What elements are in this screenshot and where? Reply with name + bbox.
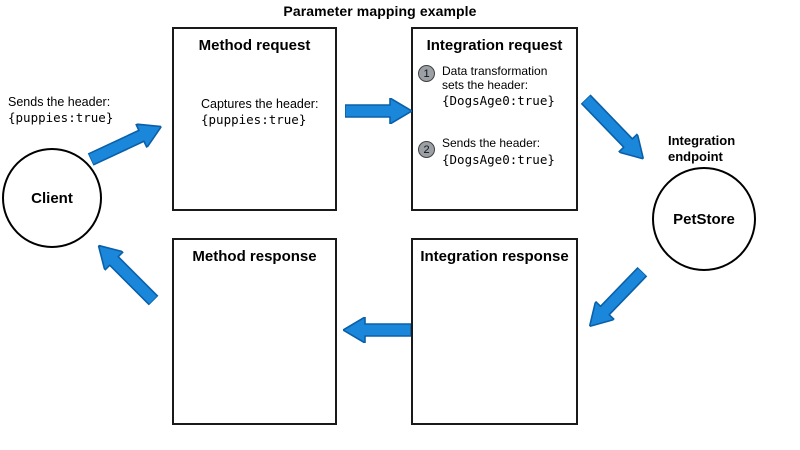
step-1-line-1: Data transformation xyxy=(442,64,548,78)
client-annotation: Sends the header: {puppies:true} xyxy=(8,95,113,125)
integration-response-title: Integration response xyxy=(420,248,569,265)
step-1-number-badge: 1 xyxy=(418,65,435,82)
integration-endpoint-label-line1: Integration xyxy=(668,133,736,148)
step-2-number-badge: 2 xyxy=(418,141,435,158)
integration-response-to-method-response-arrow xyxy=(343,317,411,343)
client-annotation-code: {puppies:true} xyxy=(8,110,114,125)
integration-request-title: Integration request xyxy=(426,37,563,54)
method-request-to-integration-request-arrow xyxy=(345,97,412,124)
step-1-text: Data transformation sets the header: {Do… xyxy=(442,64,555,108)
page-title: Parameter mapping example xyxy=(283,3,477,19)
endpoint-to-integration-response-arrow xyxy=(580,262,651,335)
step-1-line-2: sets the header: xyxy=(442,77,529,92)
step-1-code: {DogsAge0:true} xyxy=(442,93,555,108)
petstore-node: PetStore xyxy=(652,167,756,271)
method-request-box: Method request Captures the header: {pup… xyxy=(172,27,337,211)
method-response-to-client-arrow xyxy=(89,236,163,310)
integration-endpoint-label-line2: endpoint xyxy=(668,149,723,164)
integration-request-step-2: 2 Sends the header: {DogsAge0:true} xyxy=(418,136,555,167)
integration-request-box: Integration request 1 Data transformatio… xyxy=(411,27,578,211)
step-2-text: Sends the header: {DogsAge0:true} xyxy=(442,136,555,167)
integration-response-box: Integration response xyxy=(411,238,578,425)
method-response-title: Method response xyxy=(192,248,317,265)
method-request-body: Captures the header: {puppies:true} xyxy=(201,97,318,127)
client-annotation-text: Sends the header: xyxy=(8,95,111,109)
integration-endpoint-label: Integration endpoint xyxy=(668,133,735,165)
client-to-method-request-arrow xyxy=(85,114,167,171)
method-response-box: Method response xyxy=(172,238,337,425)
integration-request-step-1: 1 Data transformation sets the header: {… xyxy=(418,64,555,108)
integration-request-to-endpoint-arrow xyxy=(576,90,652,168)
client-node-label: Client xyxy=(31,189,73,207)
method-request-title: Method request xyxy=(198,37,311,54)
step-2-line-1: Sends the header: xyxy=(442,136,541,150)
client-node: Client xyxy=(2,148,102,248)
method-request-body-text: Captures the header: xyxy=(201,97,319,111)
step-2-code: {DogsAge0:true} xyxy=(442,151,555,167)
petstore-node-label: PetStore xyxy=(673,210,735,228)
method-request-body-code: {puppies:true} xyxy=(201,112,307,127)
